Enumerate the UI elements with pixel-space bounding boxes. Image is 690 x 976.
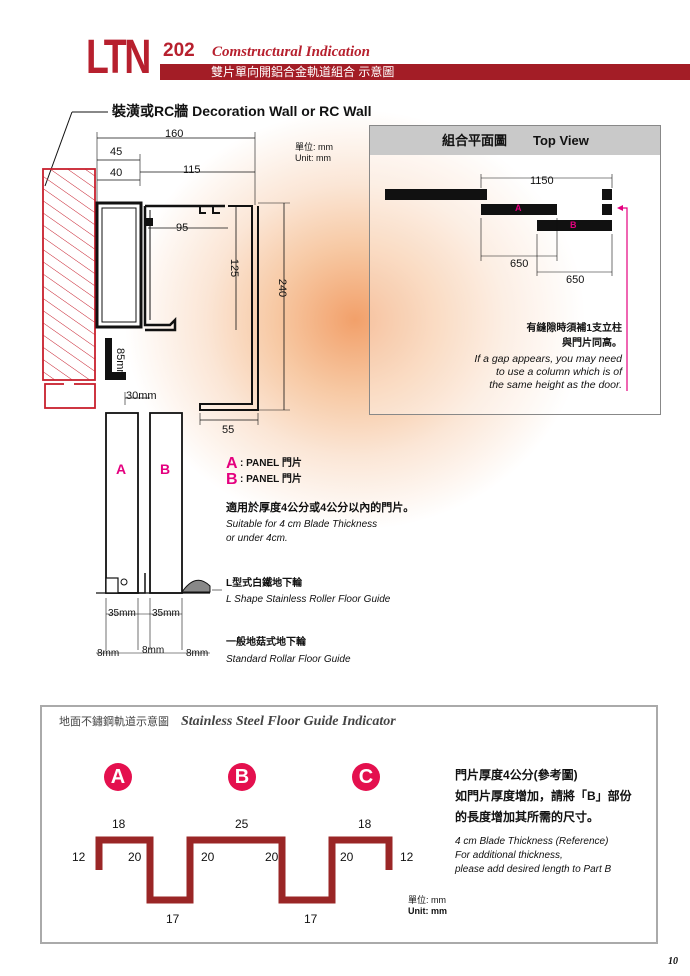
dim-20-2: 20 xyxy=(201,850,215,864)
brand-logo: LTN xyxy=(86,31,151,84)
wall-hatch xyxy=(42,168,96,381)
gap-note-en-2: to use a column which is of xyxy=(495,366,622,378)
dim-8mm-a: 8mm xyxy=(97,648,120,659)
dim-8mm-b: 8mm xyxy=(142,645,165,656)
mounting-bracket xyxy=(199,205,259,411)
dim-left-12: 12 xyxy=(72,850,86,864)
tv-dim-650b: 650 xyxy=(566,274,585,286)
tv-label-b: B xyxy=(570,220,577,230)
circle-c: C xyxy=(352,763,380,791)
bottom-guide xyxy=(105,338,126,380)
legend-b-text: : PANEL 門片 xyxy=(240,474,302,485)
dim-bottom-1: 17 xyxy=(166,912,180,926)
indicator-zh-3: 的長度增加其所需的尺寸。 xyxy=(455,810,600,824)
tv-label-a: A xyxy=(515,203,522,213)
thickness-en-2: or under 4cm. xyxy=(226,533,288,544)
standard-en: Standard Rollar Floor Guide xyxy=(226,654,351,665)
circle-a: A xyxy=(104,763,132,791)
top-view-header xyxy=(370,126,660,155)
indicator-title-en: Stainless Steel Floor Guide Indicator xyxy=(181,714,396,729)
dim-115: 115 xyxy=(183,164,201,176)
dim-125: 125 xyxy=(228,258,241,278)
unit-en: Unit: mm xyxy=(295,153,331,163)
top-view-panel-b xyxy=(537,220,612,231)
subtitle-zh: 雙片單向開鋁合金軌道組合 示意圖 xyxy=(211,65,395,79)
gap-note-zh-2: 與門片同高。 xyxy=(562,338,622,349)
panel-a-label: A xyxy=(116,461,127,477)
mushroom-guide xyxy=(181,579,211,593)
dim-20-3: 20 xyxy=(265,850,279,864)
dim-35mm-b: 35mm xyxy=(152,608,180,619)
indicator-en-3: please add desired length to Part B xyxy=(455,864,612,875)
gap-note-en-3: the same height as the door. xyxy=(489,379,622,391)
floor-bracket xyxy=(44,383,96,409)
top-view-wall xyxy=(385,189,487,200)
legend-b-letter: B xyxy=(226,471,238,488)
dim-top-mid: 25 xyxy=(235,817,249,831)
indicator-zh-2: 如門片厚度增加，請將「B」部份 xyxy=(455,789,632,803)
panel-b-shape xyxy=(149,412,183,594)
dim-30mm: 30mm xyxy=(126,390,157,402)
top-view-title-zh: 組合平面圖 xyxy=(442,133,508,148)
standard-zh: 一般地菇式地下輪 xyxy=(226,637,306,648)
tv-dim-650a: 650 xyxy=(510,258,529,270)
dim-85mm: 85mm xyxy=(114,348,126,379)
unit-zh: 單位: mm xyxy=(295,142,333,152)
indicator-title-zh: 地面不鏽鋼軌道示意圖 xyxy=(59,716,169,728)
thickness-en-1: Suitable for 4 cm Blade Thickness xyxy=(226,519,378,530)
tv-dim-1150: 1150 xyxy=(530,175,554,187)
dim-95: 95 xyxy=(176,222,189,234)
dim-20-1: 20 xyxy=(128,850,142,864)
rail-left xyxy=(95,201,143,329)
indicator-zh-1: 門片厚度4公分(參考圖) xyxy=(455,768,578,782)
dim-45: 45 xyxy=(110,146,123,158)
panel-a-shape xyxy=(105,412,139,594)
indicator-unit-en: Unit: mm xyxy=(408,906,447,916)
guide-profile xyxy=(95,836,393,904)
indicator-unit-zh: 單位: mm xyxy=(408,895,446,905)
thickness-zh: 適用於厚度4公分或4公分以內的門片。 xyxy=(226,502,415,514)
top-view-diagram xyxy=(385,174,628,391)
top-view-panel-a xyxy=(481,204,557,215)
dim-top-right: 18 xyxy=(358,817,372,831)
dim-right-12: 12 xyxy=(400,850,414,864)
gap-arrow-icon xyxy=(617,205,623,211)
dim-top-left: 18 xyxy=(112,817,126,831)
top-view-box: 組合平面圖 Top View 1150 A B 650 650 有縫隙時須補1支… xyxy=(369,125,661,415)
wall-label: 裝潢或RC牆 Decoration Wall or RC Wall xyxy=(112,103,372,119)
dim-35mm-a: 35mm xyxy=(108,608,136,619)
l-shape-en: L Shape Stainless Roller Floor Guide xyxy=(226,594,391,605)
gap-pointer-line xyxy=(622,207,628,391)
gap-note-en-1: If a gap appears, you may need xyxy=(474,353,622,365)
circle-b: B xyxy=(228,763,256,791)
subtitle-bar xyxy=(160,64,690,80)
dim-55: 55 xyxy=(222,424,235,436)
rail-right xyxy=(143,206,177,332)
subtitle-en: Comstructural Indication xyxy=(212,44,370,60)
guide-profile-path xyxy=(95,836,393,904)
top-view-title-en: Top View xyxy=(533,133,589,148)
panel-b-label: B xyxy=(160,461,171,477)
dim-20-4: 20 xyxy=(340,850,354,864)
page-number: 10 xyxy=(668,956,678,967)
dim-240: 240 xyxy=(276,278,289,298)
dim-160: 160 xyxy=(165,128,184,140)
gap-note-zh-1: 有縫隙時須補1支立柱 xyxy=(526,323,622,334)
dim-bottom-2: 17 xyxy=(304,912,318,926)
legend-a-letter: A xyxy=(226,455,238,472)
dim-8mm-c: 8mm xyxy=(186,648,209,659)
floor-guide-indicator-box: 地面不鏽鋼軌道示意圖 Stainless Steel Floor Guide I… xyxy=(40,705,658,944)
model-number: 202 xyxy=(163,40,195,61)
indicator-en-1: 4 cm Blade Thickness (Reference) xyxy=(455,836,609,847)
indicator-en-2: For additional thickness, xyxy=(455,850,563,861)
dim-40: 40 xyxy=(110,167,123,179)
legend-a-text: : PANEL 門片 xyxy=(240,458,302,469)
l-shape-zh: L型式白鐵地下輪 xyxy=(226,578,303,589)
